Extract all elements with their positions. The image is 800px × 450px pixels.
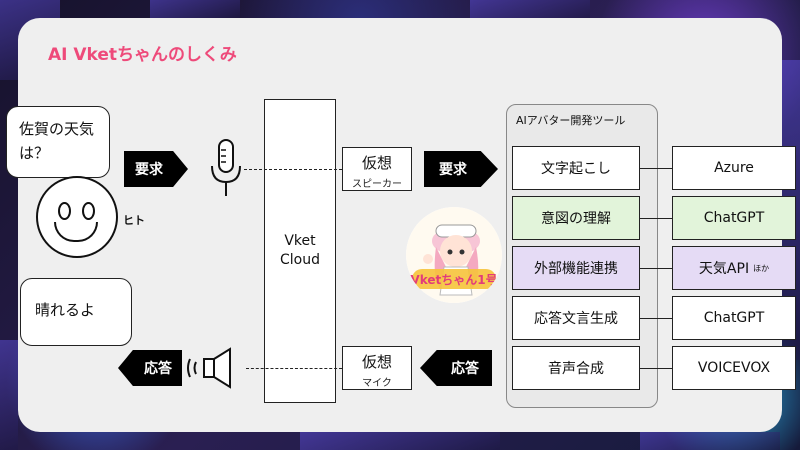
question-bubble: 佐賀の天気は？	[6, 106, 110, 178]
connector-4	[640, 318, 672, 319]
request-arrow-right: 要求	[424, 151, 498, 187]
smiley-face-icon	[36, 176, 118, 258]
speaker-icon	[187, 347, 231, 389]
step-external: 外部機能連携	[512, 246, 640, 290]
vket-cloud-box: Vket Cloud	[264, 99, 336, 403]
vket-chan-mascot: Vketちゃん1号	[406, 207, 502, 303]
human-label: ヒト	[123, 214, 145, 227]
mic-connector	[244, 169, 342, 170]
step-intent: 意図の理解	[512, 196, 640, 240]
weather-api-label: 天気API	[698, 261, 750, 277]
speaker-connector	[246, 368, 342, 369]
weather-api-note: ほか	[753, 263, 770, 273]
mascot-label: Vketちゃん1号	[410, 272, 497, 287]
virtual-mic-box: 仮想 マイク	[342, 346, 412, 390]
connector-1	[640, 168, 672, 169]
virtual-speaker-box: 仮想 スピーカー	[342, 147, 412, 191]
step-tts: 音声合成	[512, 346, 640, 390]
response-arrow-left: 応答	[118, 350, 182, 386]
service-azure: Azure	[672, 146, 796, 190]
answer-bubble: 晴れるよ	[20, 278, 132, 346]
service-voicevox: VOICEVOX	[672, 346, 796, 390]
step-response: 応答文言生成	[512, 296, 640, 340]
service-chatgpt-intent: ChatGPT	[672, 196, 796, 240]
service-chatgpt-response: ChatGPT	[672, 296, 796, 340]
connector-5	[640, 368, 672, 369]
request-arrow-left: 要求	[124, 151, 188, 187]
step-transcription: 文字起こし	[512, 146, 640, 190]
tool-group-label: AIアバター開発ツール	[516, 114, 626, 127]
microphone-icon	[211, 139, 241, 196]
slide-title: AI Vketちゃんのしくみ	[48, 45, 237, 65]
connector-2	[640, 218, 672, 219]
connector-3	[640, 268, 672, 269]
response-arrow-right: 応答	[420, 350, 492, 386]
cloud-line-1: Vket	[284, 233, 316, 249]
cloud-line-2: Cloud	[280, 252, 320, 268]
